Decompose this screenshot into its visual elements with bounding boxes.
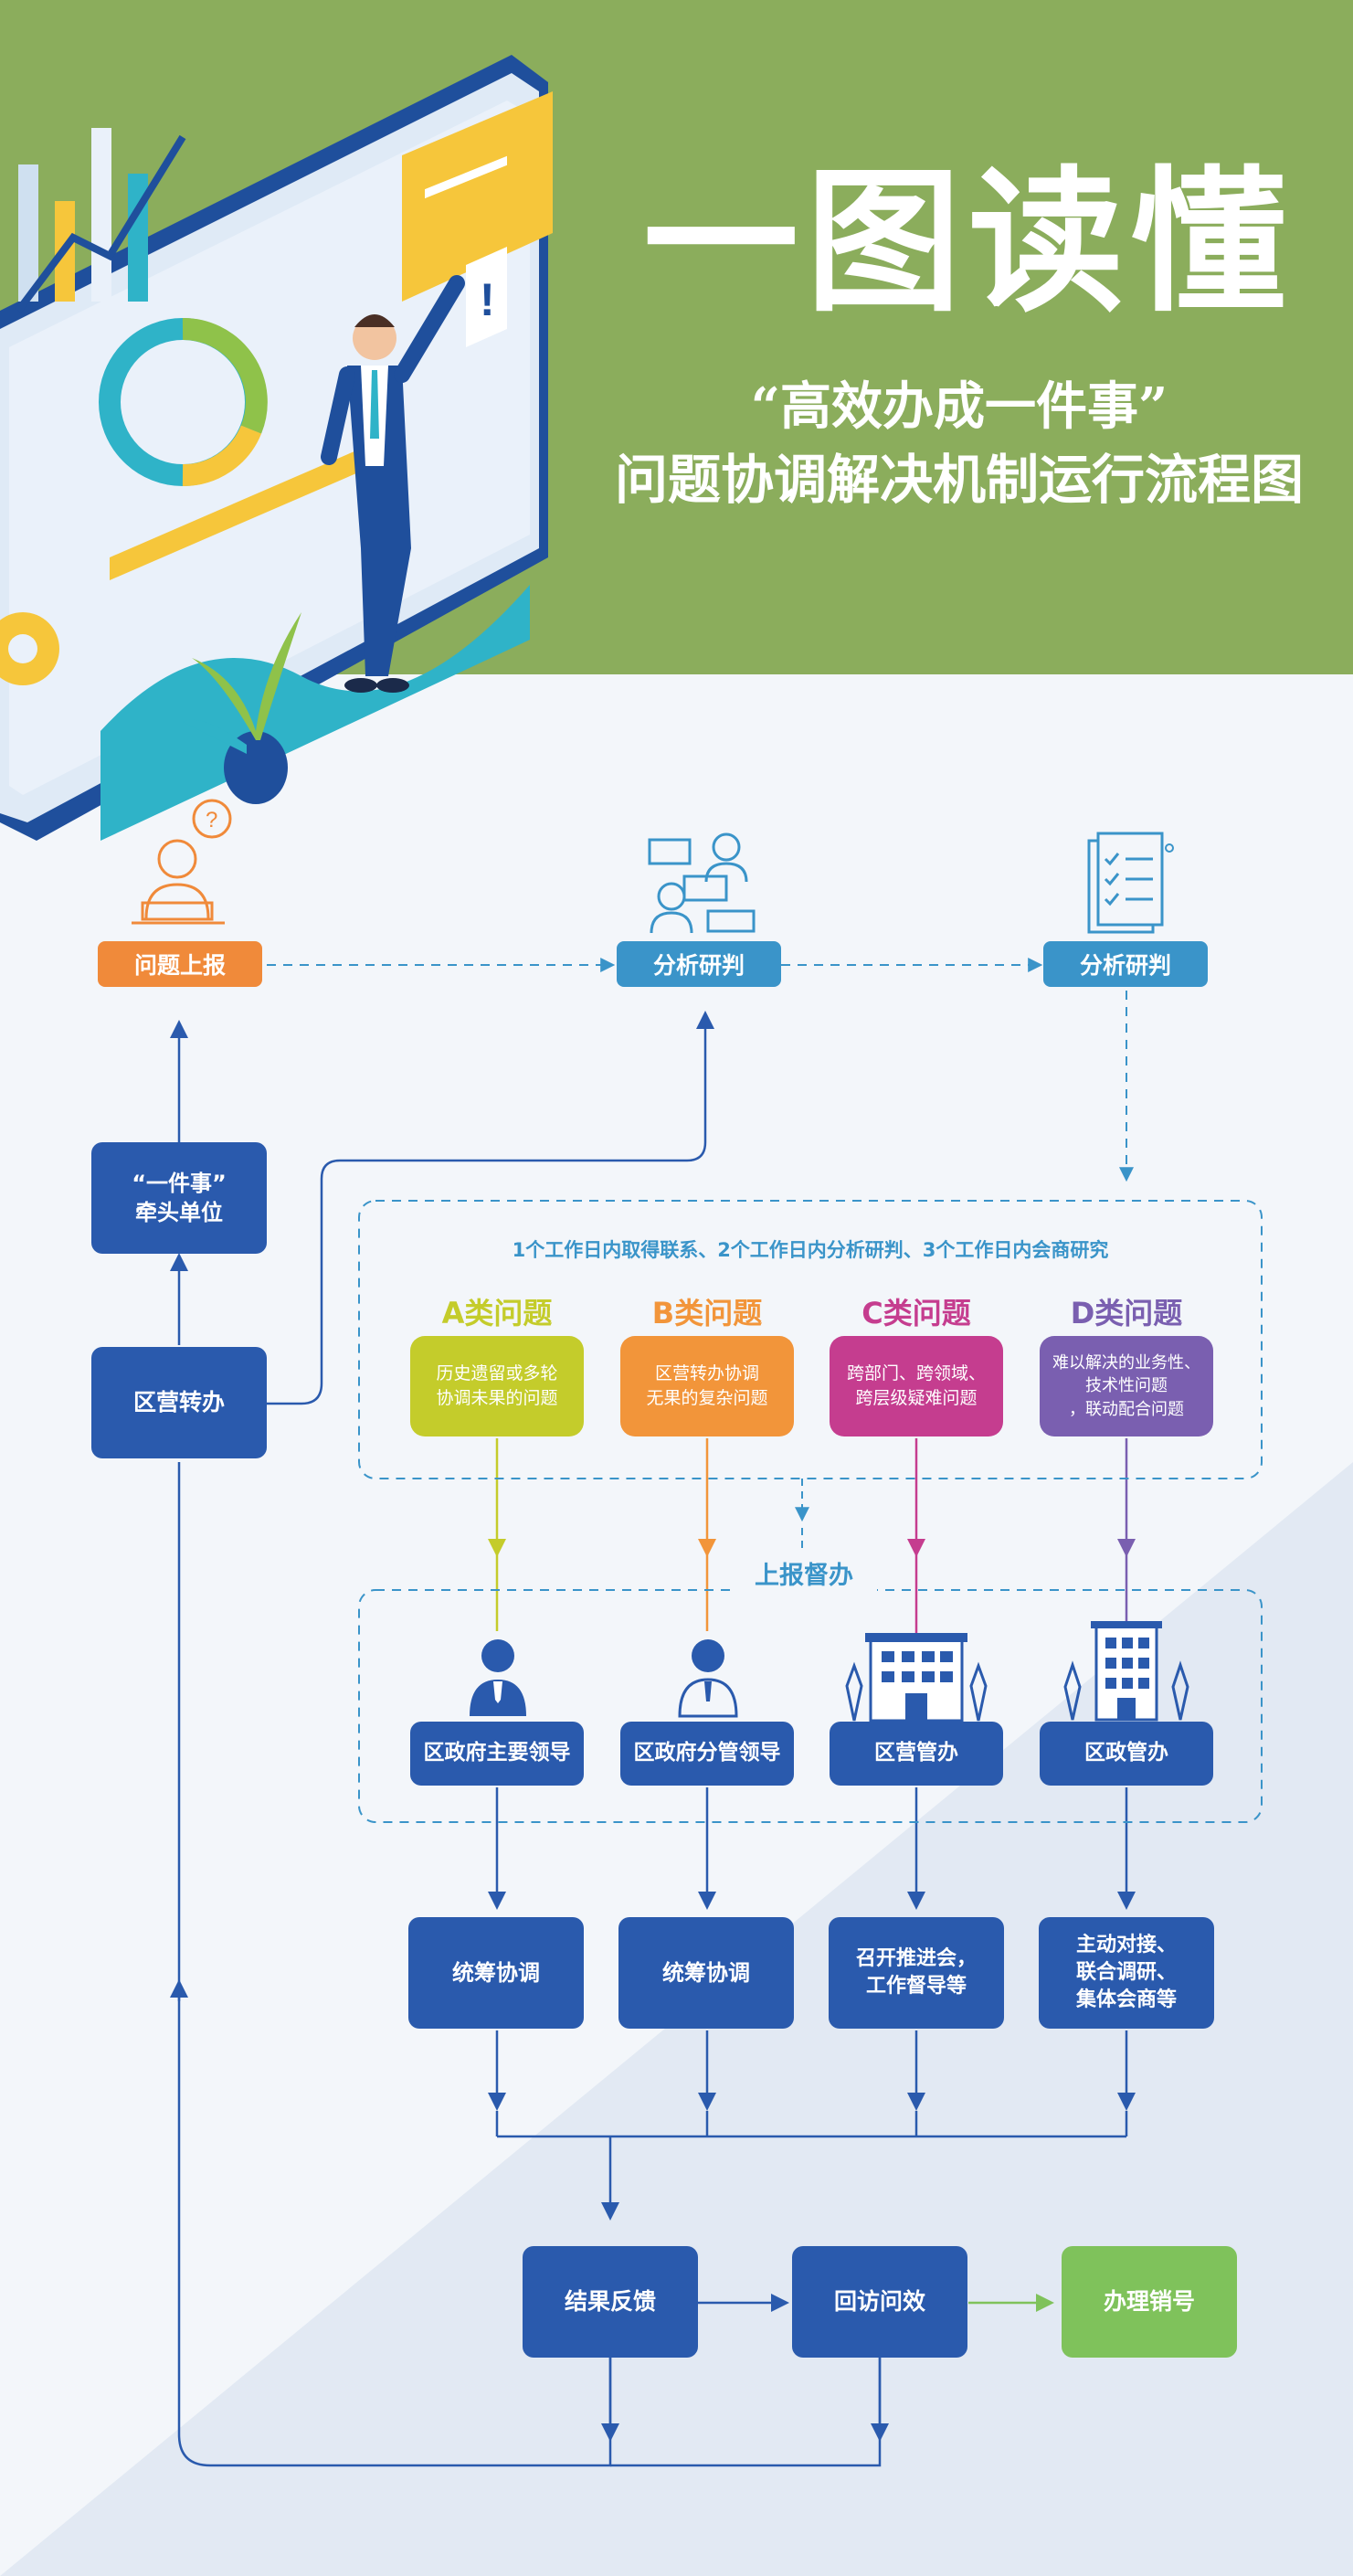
- close-label: 办理销号: [1103, 2288, 1195, 2316]
- svg-text:?: ?: [206, 808, 217, 832]
- action-meeting: 召开推进会， 工作督导等: [829, 1917, 1004, 2029]
- handler-business-office: 区营管办: [830, 1722, 1003, 1786]
- category-c-box: 跨部门、跨领域、 跨层级疑难问题: [830, 1336, 1003, 1436]
- analysis-step-2: 分析研判: [1043, 941, 1208, 987]
- analysis-step-1: 分析研判: [617, 941, 781, 987]
- action-coordinate-b-label: 统筹协调: [662, 1959, 750, 1986]
- handler-deputy-leader: 区政府分管领导: [620, 1722, 794, 1786]
- category-a-title: A类问题: [441, 1296, 553, 1330]
- feedback-label: 结果反馈: [564, 2288, 656, 2316]
- timeline-note: 1个工作日内取得联系、2个工作日内分析研判、3个工作日内会商研究: [512, 1239, 1109, 1261]
- leader-icon: [470, 1639, 526, 1716]
- revisit-box: 回访问效: [792, 2246, 967, 2358]
- action-coordinate-b: 统筹协调: [618, 1917, 794, 2029]
- district-transfer-box: 区营转办: [91, 1347, 267, 1458]
- user-question-icon: ?: [132, 799, 232, 925]
- lead-unit-box: “一件事” 牵头单位: [91, 1142, 267, 1254]
- building-icon: [845, 1633, 988, 1723]
- district-transfer-label: 区营转办: [132, 1389, 225, 1416]
- handler-government-office-label: 区政管办: [1084, 1741, 1168, 1765]
- action-coordinate-a-label: 统筹协调: [452, 1959, 540, 1986]
- handler-main-leader-label: 区政府主要领导: [423, 1741, 571, 1765]
- category-a-desc: 历史遗留或多轮 协调未果的问题: [436, 1363, 558, 1408]
- report-step: 问题上报: [98, 941, 262, 987]
- handler-deputy-leader-label: 区政府分管领导: [633, 1741, 781, 1765]
- page-title: 一图读懂: [642, 151, 1294, 334]
- action-joint-research: 主动对接、 联合调研、 集体会商等: [1039, 1917, 1214, 2029]
- handler-main-leader: 区政府主要领导: [410, 1722, 584, 1786]
- dashboard-illustration: !: [0, 55, 553, 841]
- action-coordinate-a: 统筹协调: [408, 1917, 584, 2029]
- category-c-desc: 跨部门、跨领域、 跨层级疑难问题: [846, 1363, 986, 1408]
- category-b-desc: 区营转办协调 无果的复杂问题: [646, 1363, 768, 1408]
- checklist-icon: [1087, 832, 1174, 934]
- category-b-title: B类问题: [651, 1296, 763, 1330]
- subtitle-main: 问题协调解决机制运行流程图: [614, 449, 1304, 511]
- action-joint-research-label: 主动对接、 联合调研、 集体会商等: [1075, 1934, 1177, 2011]
- handler-business-office-label: 区营管办: [874, 1741, 958, 1765]
- team-discussion-icon: [648, 832, 756, 934]
- category-b-box: 区营转办协调 无果的复杂问题: [620, 1336, 794, 1436]
- category-d-desc: 难以解决的业务性、 技术性问题 ，联动配合问题: [1052, 1353, 1200, 1419]
- category-a-box: 历史遗留或多轮 协调未果的问题: [410, 1336, 584, 1436]
- category-d-box: 难以解决的业务性、 技术性问题 ，联动配合问题: [1040, 1336, 1213, 1436]
- revisit-label: 回访问效: [833, 2288, 925, 2316]
- official-icon: [678, 1639, 738, 1718]
- category-d-title: D类问题: [1070, 1296, 1183, 1330]
- handler-government-office: 区政管办: [1040, 1722, 1213, 1786]
- action-meeting-label: 召开推进会， 工作督导等: [855, 1947, 977, 1998]
- subtitle-quote: “高效办成一件事”: [750, 376, 1168, 437]
- lead-unit-label: “一件事” 牵头单位: [132, 1170, 227, 1225]
- close-box: 办理销号: [1062, 2246, 1237, 2358]
- building-icon: [1063, 1621, 1189, 1722]
- supervise-label: 上报督办: [731, 1555, 877, 1591]
- category-c-title: C类问题: [861, 1296, 971, 1330]
- svg-text:!: !: [480, 274, 495, 325]
- feedback-box: 结果反馈: [523, 2246, 698, 2358]
